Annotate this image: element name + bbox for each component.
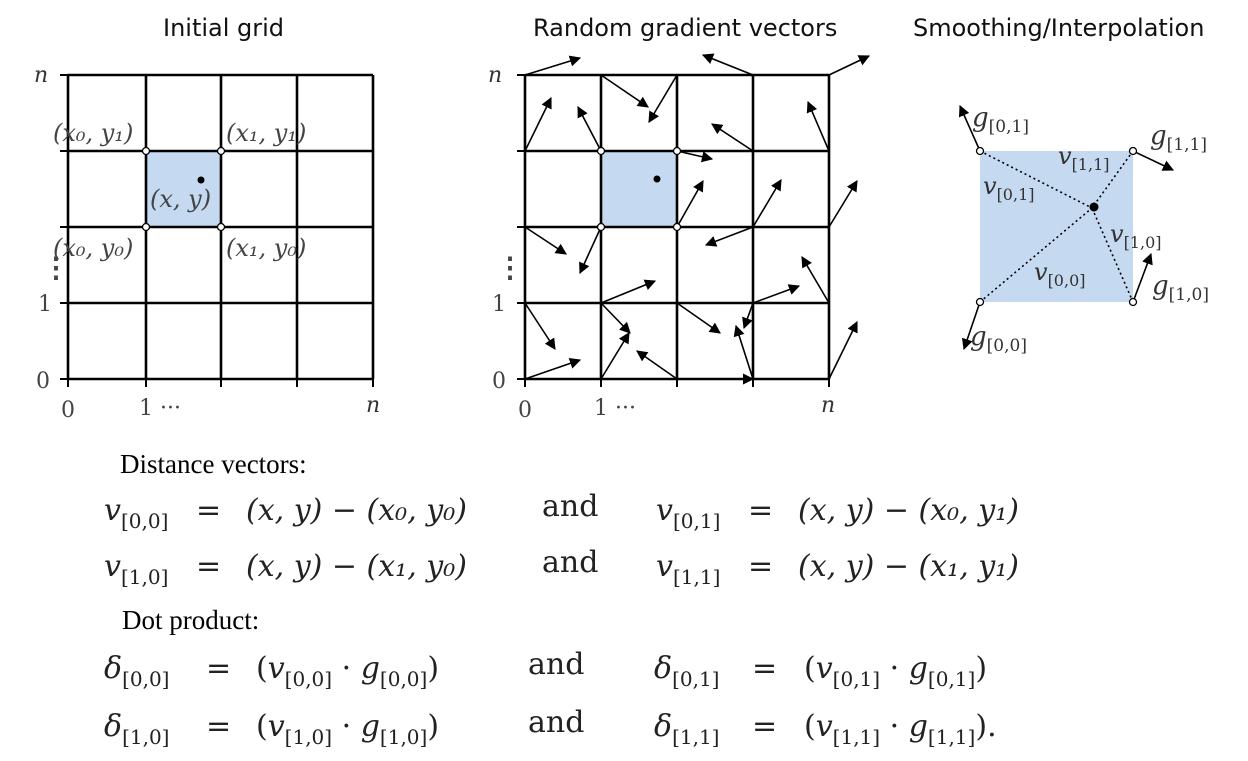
corner-x1y0 bbox=[672, 222, 682, 232]
sample-point bbox=[197, 176, 205, 184]
initial-grid-diagram: n ⋮ 1 0 0 1 ··· n (x₀, y₁) (x₁, y₁) (x, … bbox=[34, 63, 380, 423]
svg-text:=: = bbox=[748, 549, 773, 584]
label-x1y1: (x₁, y₁) bbox=[226, 119, 306, 147]
svg-text:and: and bbox=[528, 705, 584, 740]
svg-text:δ[0,1]: δ[0,1] bbox=[654, 651, 719, 691]
corner-11 bbox=[1128, 146, 1138, 156]
svg-text:(v[0,0] · g[0,0]): (v[0,0] · g[0,0]) bbox=[256, 651, 439, 691]
distance-vectors bbox=[979, 150, 1134, 303]
sample-point bbox=[653, 175, 661, 183]
corner-x0y0 bbox=[141, 222, 151, 232]
svg-text:and: and bbox=[528, 647, 584, 682]
svg-text:(v[0,1] · g[0,1]): (v[0,1] · g[0,1]) bbox=[804, 651, 987, 691]
svg-text:(x, y) − (x₀, y₁): (x, y) − (x₀, y₁) bbox=[798, 493, 1019, 528]
label-v11: v[1,1] bbox=[1058, 142, 1110, 174]
gradient-vectors-title: Random gradient vectors bbox=[533, 14, 838, 42]
corner-x0y1 bbox=[596, 146, 606, 156]
label-xy: (x, y) bbox=[150, 185, 211, 213]
svg-text:and: and bbox=[542, 489, 598, 524]
distance-vectors-heading: Distance vectors: bbox=[120, 449, 307, 479]
x-axis-one-label: 1 ··· bbox=[594, 396, 636, 421]
label-v10: v[1,0] bbox=[1110, 220, 1162, 252]
svg-text:v[1,1]: v[1,1] bbox=[656, 549, 720, 589]
y-axis-one-label: 1 bbox=[38, 292, 52, 317]
sample-point bbox=[1089, 202, 1099, 212]
svg-text:(v[1,0] · g[1,0]): (v[1,0] · g[1,0]) bbox=[256, 709, 439, 749]
y-axis-vdots: ⋮ bbox=[42, 251, 70, 284]
corner-10 bbox=[1128, 297, 1138, 307]
distance-equation-row-1: v[0,0] = (x, y) − (x₀, y₀) and v[0,1] = … bbox=[104, 489, 1019, 533]
label-g00: g[0,0] bbox=[970, 322, 1027, 356]
corner-x0y0 bbox=[596, 222, 606, 232]
corner-x1y1 bbox=[672, 146, 682, 156]
label-g01: g[0,1] bbox=[972, 103, 1029, 137]
svg-text:(x, y) − (x₀, y₀): (x, y) − (x₀, y₀) bbox=[246, 493, 467, 528]
smoothing-title: Smoothing/Interpolation bbox=[913, 14, 1205, 42]
corner-x1y0 bbox=[216, 222, 226, 232]
x-axis-n-label: n bbox=[821, 393, 835, 418]
svg-text:(x, y) − (x₁, y₀): (x, y) − (x₁, y₀) bbox=[246, 549, 467, 584]
svg-text:=: = bbox=[752, 651, 777, 686]
x-axis-zero-label: 0 bbox=[61, 398, 75, 423]
label-v01: v[0,1] bbox=[983, 172, 1035, 204]
interpolation-cell bbox=[980, 151, 1133, 302]
corner-x0y1 bbox=[141, 146, 151, 156]
smoothing-diagram: g[0,1] g[1,1] g[1,0] g[0,0] v[1,1] v[0,1… bbox=[958, 103, 1209, 356]
svg-text:=: = bbox=[206, 709, 231, 744]
y-axis-vdots: ⋮ bbox=[496, 251, 524, 284]
label-v00: v[0,0] bbox=[1034, 258, 1086, 290]
svg-text:v[0,1]: v[0,1] bbox=[656, 493, 720, 533]
svg-text:=: = bbox=[196, 549, 221, 584]
distance-equations: v[0,0] = (x, y) − (x₀, y₀) and v[0,1] = … bbox=[104, 489, 1019, 589]
dot-product-heading: Dot product: bbox=[122, 605, 260, 635]
dot-product-equations: δ[0,0] = (v[0,0] · g[0,0]) and δ[0,1] = … bbox=[104, 647, 997, 749]
grid-lines bbox=[517, 73, 831, 387]
initial-grid-title: Initial grid bbox=[163, 14, 285, 42]
svg-text:=: = bbox=[752, 709, 777, 744]
gradient-vectors-diagram: n ⋮ 1 0 0 1 ··· n bbox=[488, 53, 871, 423]
y-axis-n-label: n bbox=[488, 63, 502, 88]
dot-equation-row-1: δ[0,0] = (v[0,0] · g[0,0]) and δ[0,1] = … bbox=[104, 647, 987, 691]
highlighted-cell bbox=[146, 151, 221, 227]
svg-text:δ[1,0]: δ[1,0] bbox=[104, 709, 169, 749]
label-x0y1: (x₀, y₁) bbox=[53, 119, 133, 147]
dot-equation-row-2: δ[1,0] = (v[1,0] · g[1,0]) and δ[1,1] = … bbox=[104, 705, 997, 749]
y-axis-zero-label: 0 bbox=[36, 369, 50, 394]
label-x1y0: (x₁, y₀) bbox=[226, 234, 306, 262]
label-g11: g[1,1] bbox=[1150, 121, 1207, 155]
highlighted-cell bbox=[601, 151, 677, 227]
svg-text:v[0,0]: v[0,0] bbox=[104, 493, 168, 533]
x-axis-one-label: 1 ··· bbox=[139, 396, 181, 421]
svg-text:=: = bbox=[206, 651, 231, 686]
svg-text:(x, y) − (x₁, y₁): (x, y) − (x₁, y₁) bbox=[798, 549, 1019, 584]
corner-00 bbox=[975, 297, 985, 307]
corner-01 bbox=[975, 146, 985, 156]
svg-text:δ[1,1]: δ[1,1] bbox=[654, 709, 719, 749]
svg-text:=: = bbox=[196, 493, 221, 528]
y-axis-zero-label: 0 bbox=[492, 369, 506, 394]
x-axis-n-label: n bbox=[366, 393, 380, 418]
svg-text:(v[1,1] · g[1,1]).: (v[1,1] · g[1,1]). bbox=[804, 709, 997, 749]
svg-text:and: and bbox=[542, 545, 598, 580]
y-axis-one-label: 1 bbox=[492, 292, 506, 317]
svg-text:v[1,0]: v[1,0] bbox=[104, 549, 168, 589]
gradient-arrows bbox=[524, 53, 871, 380]
label-x0y0: (x₀, y₀) bbox=[53, 234, 133, 262]
label-g10: g[1,0] bbox=[1152, 271, 1209, 305]
gradient-arrows bbox=[958, 104, 1175, 351]
x-axis-zero-label: 0 bbox=[518, 398, 532, 423]
distance-equation-row-2: v[1,0] = (x, y) − (x₁, y₀) and v[1,1] = … bbox=[104, 545, 1019, 589]
svg-text:δ[0,0]: δ[0,0] bbox=[104, 651, 169, 691]
y-axis-n-label: n bbox=[34, 63, 48, 88]
svg-text:=: = bbox=[748, 493, 773, 528]
corner-x1y1 bbox=[216, 146, 226, 156]
